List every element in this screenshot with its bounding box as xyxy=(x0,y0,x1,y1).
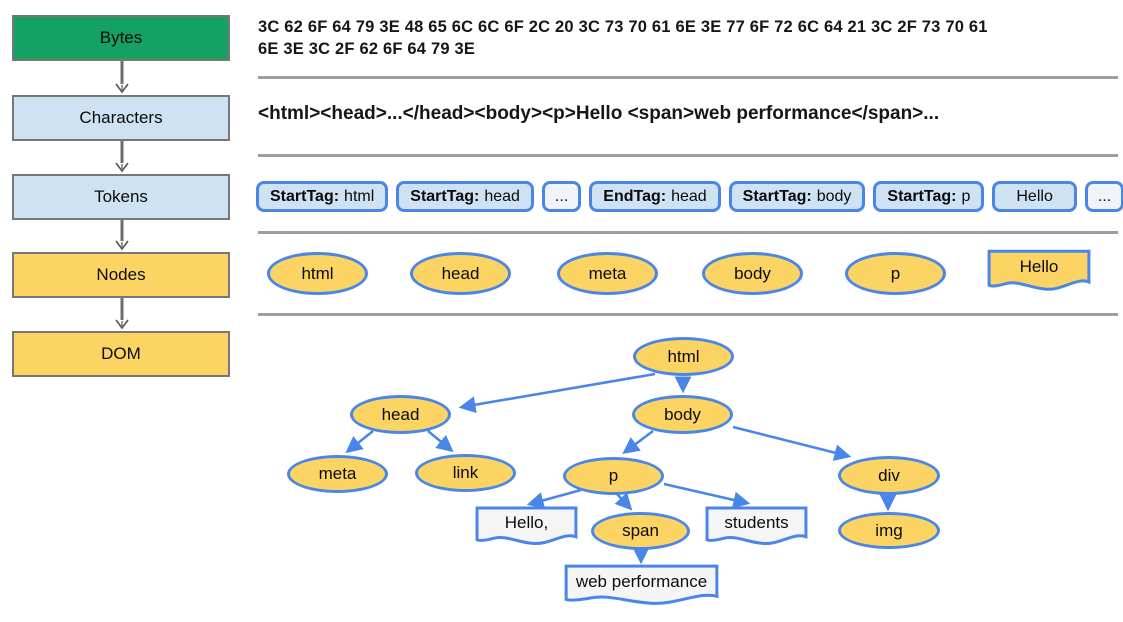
dom-node-img: img xyxy=(838,512,940,549)
separator-line xyxy=(258,313,1118,316)
stage-box-bytes: Bytes xyxy=(12,15,230,61)
node-label: meta xyxy=(588,263,627,283)
node-label: div xyxy=(878,465,900,485)
dom-node-p: p xyxy=(563,457,664,495)
down-arrow-icon xyxy=(115,220,129,251)
node-label: meta xyxy=(318,464,357,483)
node-label: p xyxy=(608,466,619,485)
token-type-label: StartTag: xyxy=(742,187,812,205)
token-type-label: StartTag: xyxy=(270,187,340,205)
token-value: p xyxy=(961,187,971,205)
down-arrow-icon xyxy=(115,141,129,173)
bytes-hex-text: 3C 62 6F 64 79 3E 48 65 6C 6C 6F 2C 20 3… xyxy=(258,16,1058,60)
token-text-hello: Hello xyxy=(992,181,1077,212)
token-type-label: EndTag: xyxy=(603,187,667,205)
node-head: head xyxy=(410,252,511,295)
stage-box-dom: DOM xyxy=(12,331,230,377)
dom-node-meta: meta xyxy=(287,455,388,493)
token-value: ... xyxy=(554,187,569,205)
dom-text-node-hello: Hello, xyxy=(475,506,578,547)
stage-label-bytes: Bytes xyxy=(99,28,143,47)
flag-shape xyxy=(563,564,720,607)
node-label: html xyxy=(667,346,700,366)
node-label: web performance xyxy=(575,571,708,591)
node-label: head xyxy=(441,263,480,283)
edge-head-meta xyxy=(345,429,374,454)
dom-node-span: span xyxy=(591,512,690,550)
flag-shape xyxy=(705,506,808,547)
node-html: html xyxy=(267,252,368,295)
token-endtag-head: EndTag: head xyxy=(589,181,721,212)
token-starttag-p: StartTag: p xyxy=(873,181,985,212)
edge-body-div xyxy=(732,425,852,461)
edge-p-span xyxy=(614,492,633,511)
node-meta: meta xyxy=(557,252,658,295)
edge-body-p xyxy=(622,429,654,455)
node-label: p xyxy=(890,263,901,283)
token-starttag-html: StartTag: html xyxy=(256,181,389,212)
flag-shape xyxy=(987,249,1091,293)
node-label: students xyxy=(724,512,789,532)
down-arrow-icon xyxy=(115,298,129,330)
node-label: span xyxy=(622,521,659,540)
edge-p-students xyxy=(663,482,751,509)
dom-node-link: link xyxy=(415,454,516,492)
token-type-label: StartTag: xyxy=(887,187,957,205)
node-label: img xyxy=(875,520,903,540)
dom-text-node-web-performance: web performance xyxy=(563,564,720,607)
stage-box-characters: Characters xyxy=(12,95,230,141)
token-starttag-head: StartTag: head xyxy=(396,181,534,212)
dom-node-html: html xyxy=(633,337,734,376)
node-label: head xyxy=(381,404,420,424)
flag-shape xyxy=(475,506,578,547)
dom-node-body: body xyxy=(632,395,733,434)
bytes-hex-line1: 3C 62 6F 64 79 3E 48 65 6C 6C 6F 2C 20 3… xyxy=(258,18,988,36)
characters-text: <html><head>...</head><body><p>Hello <sp… xyxy=(258,103,940,124)
token-starttag-body: StartTag: body xyxy=(728,181,866,212)
dom-node-div: div xyxy=(838,456,940,495)
dom-node-head: head xyxy=(350,395,451,434)
node-text-hello: Hello xyxy=(987,249,1091,293)
node-label: link xyxy=(452,463,479,482)
edge-html-head xyxy=(458,372,656,414)
stage-label-nodes: Nodes xyxy=(96,265,146,284)
token-value: head xyxy=(671,187,707,205)
token-type-label: StartTag: xyxy=(410,187,480,205)
node-p: p xyxy=(845,252,946,295)
stage-label-characters: Characters xyxy=(79,108,163,127)
token-value: html xyxy=(344,187,375,205)
node-label: html xyxy=(301,263,334,283)
stage-box-tokens: Tokens xyxy=(12,174,230,220)
bytes-hex-line2: 6E 3E 3C 2F 62 6F 64 79 3E xyxy=(258,40,476,58)
node-label: body xyxy=(664,404,701,424)
stage-label-tokens: Tokens xyxy=(94,187,148,206)
edge-p-hello xyxy=(526,488,582,509)
node-label: body xyxy=(734,263,771,283)
tokens-row: StartTag: html StartTag: head ... EndTag… xyxy=(256,181,1123,212)
edge-head-link xyxy=(427,429,454,453)
token-ellipsis: ... xyxy=(541,181,582,212)
node-label: Hello, xyxy=(504,512,549,532)
token-value: Hello xyxy=(1016,187,1053,205)
stage-box-nodes: Nodes xyxy=(12,252,230,298)
dom-text-node-students: students xyxy=(705,506,808,547)
separator-line xyxy=(258,76,1118,79)
node-body: body xyxy=(702,252,803,295)
down-arrow-icon xyxy=(115,61,129,94)
separator-line xyxy=(258,231,1118,234)
node-label: Hello xyxy=(1019,257,1059,276)
token-value: ... xyxy=(1097,187,1112,205)
separator-line xyxy=(258,154,1118,157)
token-value: head xyxy=(484,187,520,205)
token-ellipsis: ... xyxy=(1084,181,1123,212)
token-value: body xyxy=(816,187,852,205)
stage-label-dom: DOM xyxy=(101,344,141,363)
